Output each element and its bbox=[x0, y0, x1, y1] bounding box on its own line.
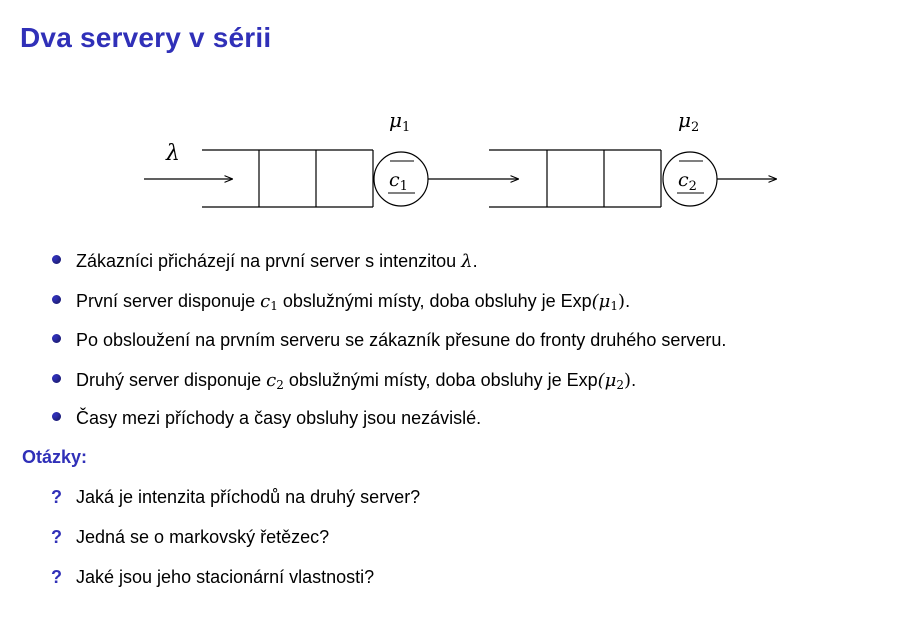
queue-1 bbox=[202, 149, 374, 208]
question-mark-icon: ? bbox=[51, 567, 62, 587]
math-expression: (μ2) bbox=[597, 370, 632, 392]
question-text: Jaká je intenzita příchodů na druhý serv… bbox=[76, 487, 421, 507]
item-text: obslužnými místy, doba obsluhy je Exp bbox=[277, 291, 592, 311]
question-mark-icon: ? bbox=[51, 487, 62, 507]
bullet-dot bbox=[52, 412, 61, 421]
assumption-item: Zákazníci přicházejí na první server s i… bbox=[52, 249, 478, 274]
item-text: . bbox=[472, 251, 478, 271]
item-text: obslužnými místy, doba obsluhy je Exp bbox=[283, 370, 598, 390]
question-item: ? Jaká je intenzita příchodů na druhý ser… bbox=[51, 485, 421, 509]
question-item: ? Jaké jsou jeho stacionární vlastnosti? bbox=[51, 565, 375, 589]
bullet-dot bbox=[52, 334, 61, 343]
question-text: Jaké jsou jeho stacionární vlastnosti? bbox=[76, 567, 375, 587]
math-symbol: λ bbox=[461, 251, 473, 272]
tandem-queue-diagram: λ c1 μ1 c2 μ2 bbox=[144, 108, 900, 208]
arrival-rate-label: λ bbox=[165, 141, 180, 166]
math-symbol: c1 bbox=[260, 291, 278, 313]
question-text: Jedná se o markovský řetězec? bbox=[76, 527, 330, 547]
math-expression: (μ1) bbox=[591, 291, 626, 313]
server-2-capacity: c2 bbox=[678, 169, 697, 194]
server-1-rate: μ1 bbox=[389, 108, 410, 135]
item-text: Po obsloužení na prvním serveru se zákaz… bbox=[76, 330, 727, 350]
question-mark-icon: ? bbox=[51, 527, 62, 547]
item-text: Druhý server disponuje bbox=[76, 370, 267, 390]
assumption-item: Po obsloužení na prvním serveru se zákaz… bbox=[52, 328, 727, 352]
page-title: Dva servery v sérii bbox=[20, 22, 272, 53]
item-text: . bbox=[625, 291, 631, 311]
assumption-item: Časy mezi příchody a časy obsluhy jsou n… bbox=[52, 406, 482, 430]
bullet-dot bbox=[52, 295, 61, 304]
item-text: Časy mezi příchody a časy obsluhy jsou n… bbox=[76, 408, 482, 428]
math-symbol: c2 bbox=[266, 370, 284, 392]
item-text: První server disponuje bbox=[76, 291, 261, 311]
question-item: ? Jedná se o markovský řetězec? bbox=[51, 525, 330, 549]
questions-heading: Otázky: bbox=[22, 447, 88, 467]
item-text: Zákazníci přicházejí na první server s i… bbox=[76, 251, 462, 271]
bullet-dot bbox=[52, 255, 61, 264]
queue-2 bbox=[489, 149, 662, 208]
assumption-item: První server disponuje c1 obslužnými mís… bbox=[52, 289, 631, 318]
bullet-dot bbox=[52, 374, 61, 383]
item-text: . bbox=[631, 370, 637, 390]
server-1-capacity: c1 bbox=[389, 169, 408, 194]
assumption-item: Druhý server disponuje c2 obslužnými mís… bbox=[52, 368, 637, 397]
server-2-rate: μ2 bbox=[678, 108, 699, 135]
